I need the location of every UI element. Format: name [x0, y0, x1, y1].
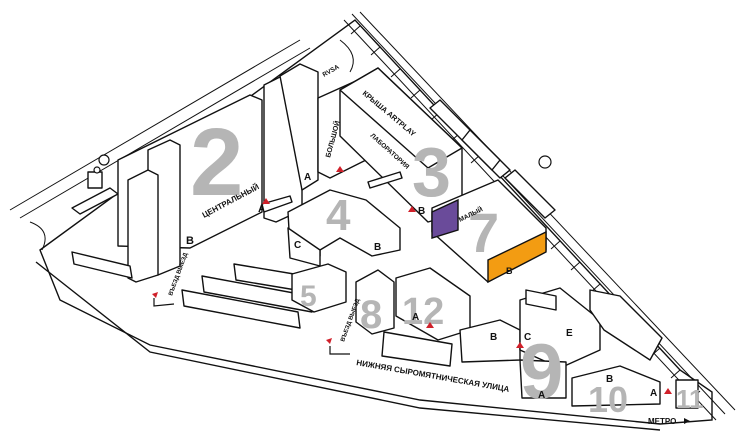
building-11[interactable]: 11 [675, 379, 704, 414]
building-10-letter-b: B [606, 374, 613, 385]
building-10-letter-a: A [650, 388, 657, 399]
building-2-number: 2 [190, 109, 243, 216]
building-4[interactable]: 4 C B [287, 189, 401, 267]
metro-label[interactable]: МЕТРО [648, 417, 676, 426]
building-4-letter-b: B [374, 242, 381, 253]
building-12[interactable]: 12 A [381, 267, 471, 367]
entrance-marker-icon [152, 166, 672, 394]
arrow-right-icon [153, 298, 175, 307]
building-4-letter-c: C [294, 240, 301, 251]
river-arch [339, 39, 354, 73]
train-icon [429, 99, 556, 219]
building-10[interactable]: 10 B A [571, 365, 661, 420]
building-3-letter-b: B [418, 206, 425, 217]
building-2[interactable]: 2 ЦЕНТРАЛЬНЫЙ A B [117, 63, 319, 283]
building-8[interactable]: 8 [355, 269, 395, 337]
building-9[interactable]: 9 B C E A [459, 287, 663, 415]
building-sheds [71, 251, 313, 329]
building-9-number: 9 [520, 327, 563, 415]
building-2-letter-b: B [186, 235, 194, 247]
building-2-letter-a: A [258, 203, 266, 215]
building-4-number: 4 [326, 191, 351, 240]
building-12-number: 12 [402, 291, 444, 333]
building-8-number: 8 [360, 293, 382, 337]
building-7-number: 7 [468, 201, 499, 264]
building-9-letter-a: A [538, 390, 545, 401]
building-11-number: 11 [676, 384, 704, 414]
bridge-4-3 [367, 171, 403, 189]
boat-icon [71, 154, 119, 215]
building-1-letter-a: A [304, 172, 311, 183]
building-10-number: 10 [588, 379, 628, 420]
building-12-letter-a: A [412, 312, 419, 323]
building-7[interactable]: 7 МАЛЫЙ B [431, 179, 547, 284]
rvsa-label: RVSA [322, 64, 341, 79]
building-3[interactable]: 3 КРЫША ARTPLAY ЛАБОРАТОРИЯ B [339, 67, 463, 223]
building-9-letter-b: B [490, 332, 497, 343]
metro-arrow-icon [684, 418, 690, 424]
building-7-letter-b: B [506, 266, 513, 276]
river-embankment [9, 39, 311, 251]
building-3-number: 3 [412, 133, 451, 211]
bridge-2-4 [261, 195, 293, 213]
building-5[interactable]: 5 [291, 263, 347, 313]
building-5-number: 5 [300, 280, 317, 313]
street-edge [35, 261, 661, 431]
building-9-letter-e: E [566, 328, 573, 339]
building-9-letter-c: C [524, 332, 531, 343]
